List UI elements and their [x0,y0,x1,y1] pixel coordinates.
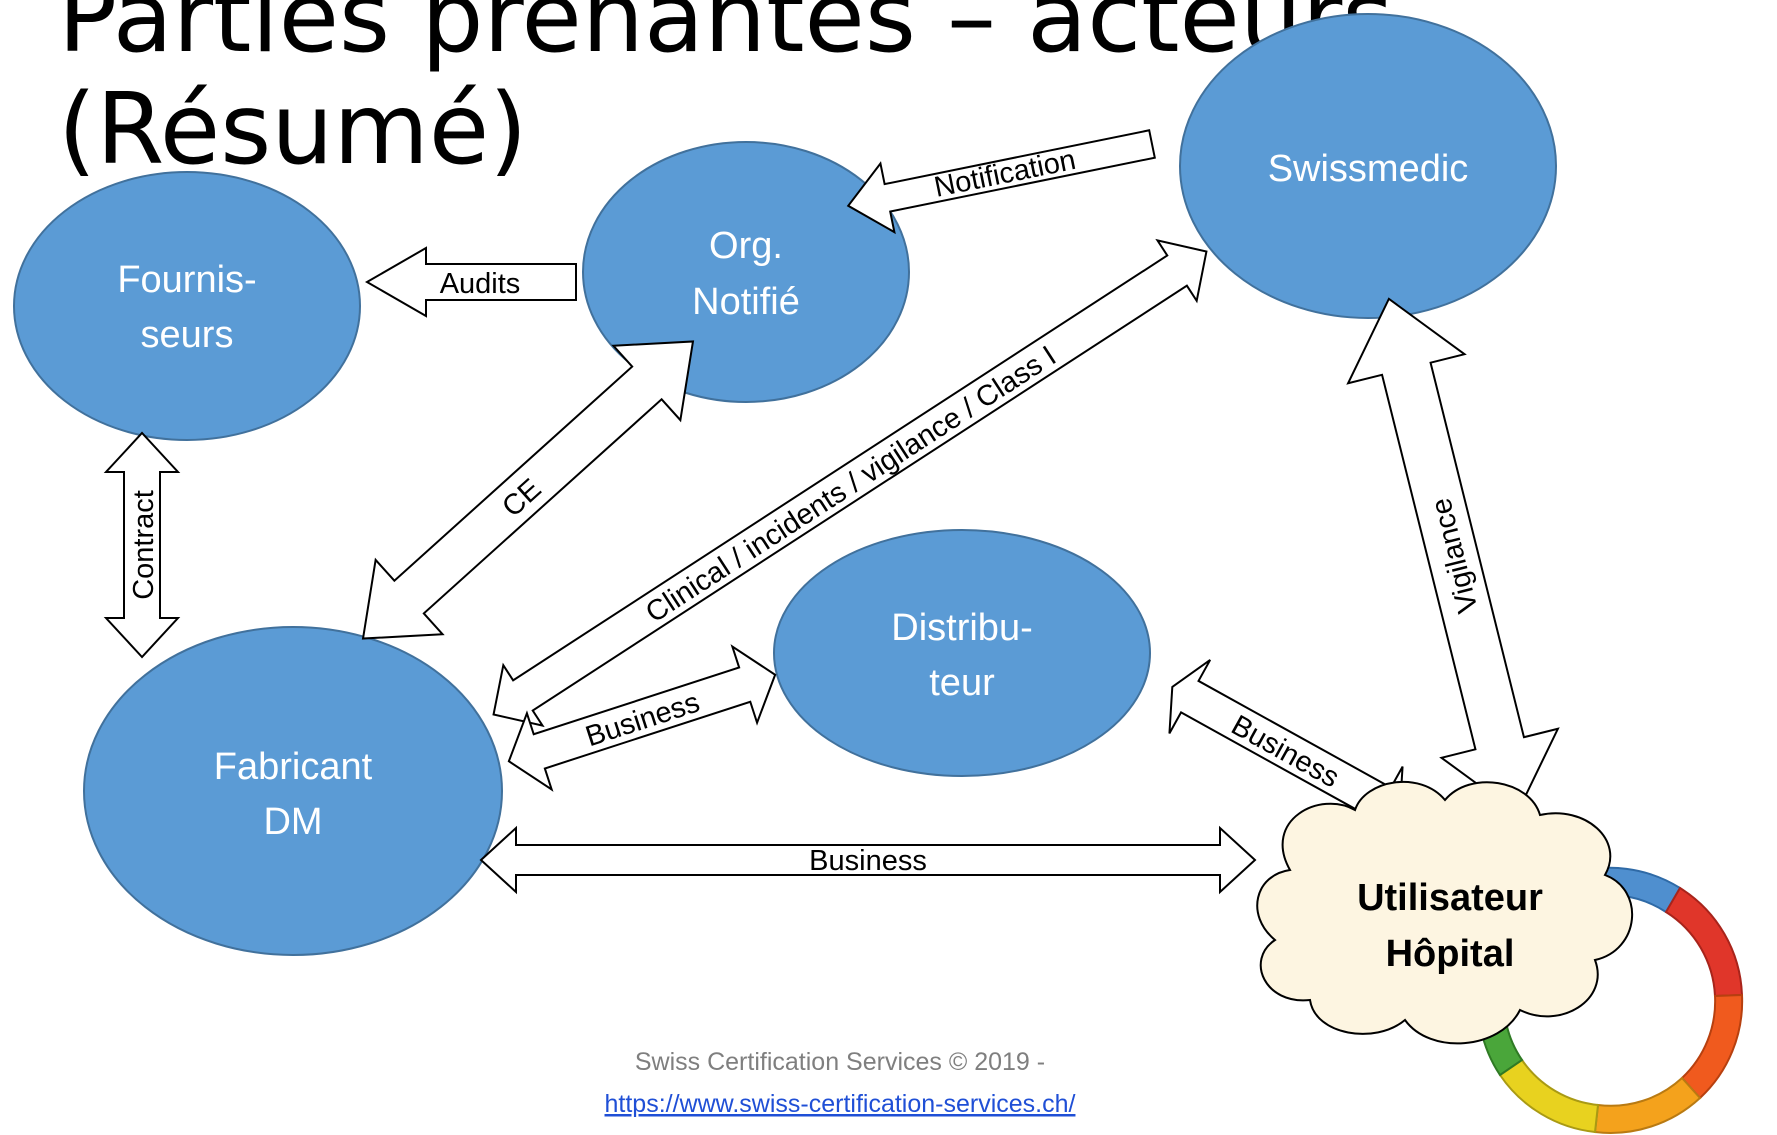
fournisseurs-label-2: seurs [141,314,234,356]
arrow-business-fab-dist: Business [507,644,777,792]
node-utilisateur-hopital: Utilisateur Hôpital [1256,780,1634,1045]
footer-url-link[interactable]: https://www.swiss-certification-services… [605,1090,1076,1118]
node-fournisseurs: Fournis- seurs [13,171,361,441]
arrow-notification: Notification [846,129,1156,235]
contract-label: Contract [128,490,160,600]
utilisateur-label-1: Utilisateur [1357,877,1543,919]
arrow-ce: CE [361,340,695,640]
arrow-audits: Audits [364,246,577,318]
fabricant-label-1: Fabricant [214,746,373,788]
node-swissmedic: Swissmedic [1179,13,1557,319]
arrow-vigilance: Vigilance [1346,297,1560,815]
fournisseurs-label-1: Fournis- [117,259,256,301]
title-line-2: (Résumé) [58,73,528,187]
arrow-contract: Contract [103,431,181,659]
audits-label: Audits [440,268,521,300]
title-line-1: Parties prenantes – acteurs [58,0,1394,75]
business-fab-dist-label: Business [582,687,704,754]
org-notifie-label-1: Org. [709,225,783,267]
footer-copyright: Swiss Certification Services © 2019 - [635,1048,1045,1076]
node-org-notifie: Org. Notifié [582,141,910,403]
distributeur-label-1: Distribu- [891,607,1032,649]
arrow-business-fab-user: Business [479,825,1257,895]
node-distributeur: Distribu- teur [773,529,1151,777]
org-notifie-label-2: Notifié [692,281,800,323]
distributeur-label-2: teur [929,662,995,704]
utilisateur-label-2: Hôpital [1386,933,1515,975]
swissmedic-label: Swissmedic [1268,148,1469,190]
business-fab-user-label: Business [809,845,927,877]
node-fabricant: Fabricant DM [83,626,503,956]
notification-label: Notification [932,144,1079,204]
slide-title: Parties prenantes – acteurs (Résumé) [58,0,1393,186]
fabricant-label-2: DM [263,801,322,843]
